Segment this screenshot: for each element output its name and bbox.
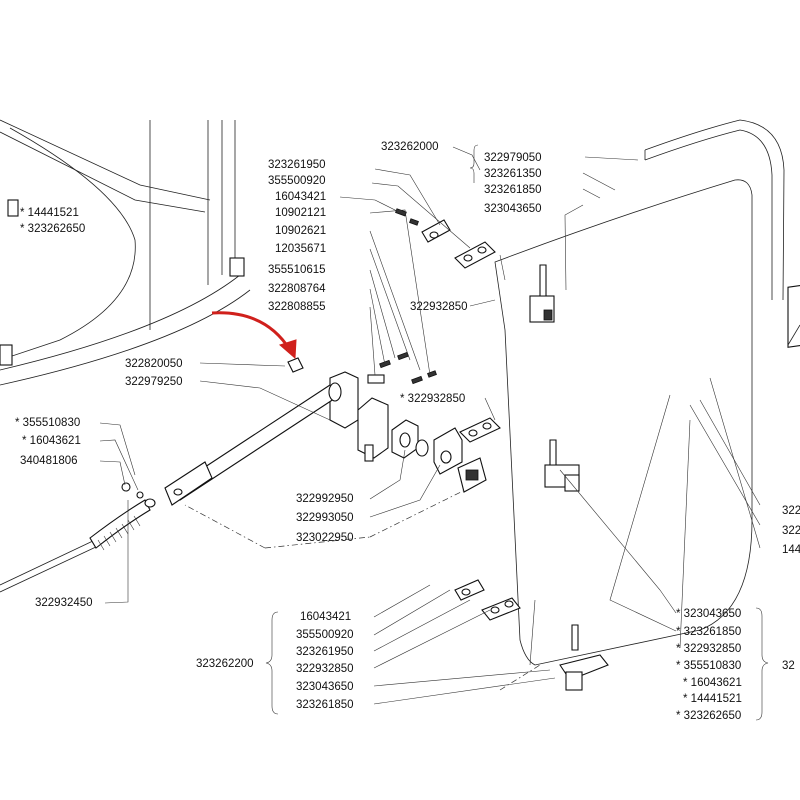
cab-frame (0, 119, 251, 386)
label-16043621-left: * 16043621 (22, 435, 81, 447)
upper-hinge (529, 264, 555, 323)
label-r-cut-144: 144 (782, 544, 800, 556)
gas-strut-arm (164, 382, 342, 506)
label-355500920-bot: 355500920 (296, 629, 354, 641)
label-323043650-bot: 323043650 (296, 681, 354, 693)
label-r-355510830: * 355510830 (676, 660, 741, 672)
label-340481806: 340481806 (20, 455, 78, 467)
leader-lines (99, 146, 761, 705)
label-323261950-bot: 323261950 (296, 646, 354, 658)
lower-hinge (559, 624, 609, 691)
label-323043650-top: 323043650 (484, 203, 542, 215)
label-r-323262650: * 323262650 (676, 710, 741, 722)
callout-arrow (211, 311, 297, 360)
label-322992950: 322992950 (296, 493, 354, 505)
latch-assembly (329, 208, 487, 493)
label-16043421-top: 16043421 (275, 191, 326, 203)
label-323262650-top: * 323262650 (20, 223, 85, 235)
bracket-top (469, 144, 479, 183)
label-322932850-bot: 322932850 (296, 663, 354, 675)
label-r-cut-322-a: 322 (782, 505, 800, 517)
label-322979050: 322979050 (484, 152, 542, 164)
label-323261950-top: 323261950 (268, 159, 326, 171)
label-322979250: 322979250 (125, 376, 183, 388)
label-322808855: 322808855 (268, 301, 326, 313)
label-322820050: 322820050 (125, 358, 183, 370)
label-16043421-bot: 16043421 (300, 611, 351, 623)
label-323261850-top: 323261850 (484, 184, 542, 196)
label-323262200: 323262200 (196, 658, 254, 670)
label-355500920-top: 355500920 (268, 175, 326, 187)
label-355510615: 355510615 (268, 264, 326, 276)
door-panel (494, 119, 800, 666)
label-r-322932850: * 322932850 (676, 643, 741, 655)
label-r-14441521: * 14441521 (683, 693, 742, 705)
label-r-323043650: * 323043650 (676, 608, 741, 620)
label-r-cut-32: 32 (782, 660, 795, 672)
label-10902121: 10902121 (275, 207, 326, 219)
label-323262000: 323262000 (381, 141, 439, 153)
label-10902621: 10902621 (275, 225, 326, 237)
spring-rod (0, 482, 156, 593)
label-r-323261850: * 323261850 (676, 626, 741, 638)
label-322932850-b: * 322932850 (400, 393, 465, 405)
label-322932450: 322932450 (35, 597, 93, 609)
label-r-cut-322-b: 322 (782, 525, 800, 537)
label-14441521-top: * 14441521 (20, 207, 79, 219)
label-323261850-bot: 323261850 (296, 699, 354, 711)
label-322993050: 322993050 (296, 512, 354, 524)
label-12035671: 12035671 (275, 243, 326, 255)
bushing-part (287, 357, 304, 373)
hinge-plates (421, 219, 521, 621)
label-322932850-a: 322932850 (410, 301, 468, 313)
middle-hinge (544, 439, 580, 492)
label-355510830-left: * 355510830 (15, 417, 80, 429)
bracket-right (755, 607, 769, 721)
label-323261350: 323261350 (484, 168, 542, 180)
label-322808764: 322808764 (268, 283, 326, 295)
label-323022950: 323022950 (296, 532, 354, 544)
bracket-left (265, 611, 279, 715)
label-r-16043621: * 16043621 (683, 677, 742, 689)
part-labels: * 14441521 * 323262650 323262000 3229790… (15, 141, 800, 722)
